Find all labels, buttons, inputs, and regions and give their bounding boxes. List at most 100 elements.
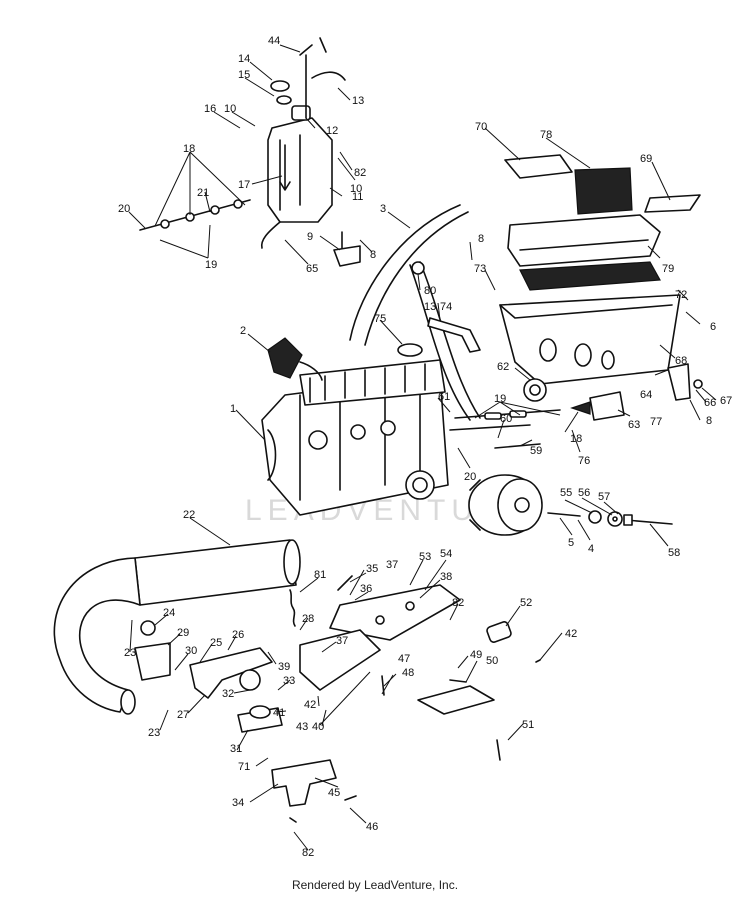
callout-15: 15 — [238, 69, 250, 81]
callout-39: 39 — [278, 661, 290, 673]
callout-80: 80 — [424, 285, 436, 297]
callout-77: 77 — [650, 416, 662, 428]
bracket-45 — [271, 759, 337, 807]
starter-52 — [486, 621, 512, 643]
drive-clutch — [468, 474, 543, 536]
callout-13b: 13 — [424, 301, 436, 313]
callout-79: 79 — [662, 263, 674, 275]
callout-72: 72 — [675, 289, 687, 301]
callout-75: 75 — [374, 313, 386, 325]
callout-82c: 82 — [302, 847, 314, 859]
callout-38: 38 — [440, 571, 452, 583]
callout-9: 9 — [307, 231, 313, 243]
callout-24: 24 — [163, 607, 175, 619]
callout-47: 47 — [398, 653, 410, 665]
oil-tank-cap — [270, 80, 292, 105]
callout-2: 2 — [240, 325, 246, 337]
callout-10b: 10 — [350, 183, 362, 195]
callout-64: 64 — [640, 389, 652, 401]
callout-42b: 42 — [304, 699, 316, 711]
callout-33: 33 — [283, 675, 295, 687]
callout-71: 71 — [238, 761, 250, 773]
callout-81: 81 — [314, 569, 326, 581]
callout-43: 43 — [296, 721, 308, 733]
callout-66: 66 — [704, 397, 716, 409]
callout-19b: 19 — [494, 393, 506, 405]
callout-57: 57 — [598, 491, 610, 503]
callout-59: 59 — [530, 445, 542, 457]
bracket-50 — [417, 685, 495, 715]
callout-76: 76 — [578, 455, 590, 467]
callout-13: 13 — [352, 95, 364, 107]
callout-40: 40 — [312, 721, 324, 733]
callout-34: 34 — [232, 797, 244, 809]
callout-58: 58 — [668, 547, 680, 559]
callout-23: 23 — [124, 647, 136, 659]
callout-27: 27 — [177, 709, 189, 721]
leader-lines — [128, 44, 717, 851]
callout-37b: 37 — [336, 635, 348, 647]
callout-82b: 82 — [452, 597, 464, 609]
foam-element — [519, 261, 661, 291]
callout-28: 28 — [302, 613, 314, 625]
callout-51: 51 — [522, 719, 534, 731]
callout-73: 73 — [474, 263, 486, 275]
exhaust-flange-31 — [237, 705, 283, 733]
callout-55: 55 — [560, 487, 572, 499]
callout-10: 10 — [224, 103, 236, 115]
callout-45: 45 — [328, 787, 340, 799]
callout-60: 60 — [500, 413, 512, 425]
callout-52: 52 — [520, 597, 532, 609]
callout-19: 19 — [205, 259, 217, 271]
foam-filter-78 — [574, 167, 633, 215]
callout-31: 31 — [230, 743, 242, 755]
engine-plate-40 — [299, 629, 381, 691]
callout-36: 36 — [360, 583, 372, 595]
muffler — [53, 539, 301, 715]
grommet-75 — [397, 343, 423, 357]
callout-1: 1 — [230, 403, 236, 415]
washer-24 — [140, 620, 156, 636]
filter-pad-69 — [644, 194, 701, 213]
footer-credit: Rendered by LeadVenture, Inc. — [291, 878, 459, 892]
callout-numbers: 44 14 13 15 12 16 10 82 10 18 17 11 21 2… — [118, 35, 732, 859]
callout-61: 61 — [438, 391, 450, 403]
callout-49: 49 — [470, 649, 482, 661]
callout-25: 25 — [210, 637, 222, 649]
dipstick — [299, 37, 346, 119]
callout-16: 16 — [204, 103, 216, 115]
callout-82: 82 — [354, 167, 366, 179]
callout-30: 30 — [185, 645, 197, 657]
callout-14: 14 — [238, 53, 250, 65]
oil-line-fittings — [139, 199, 281, 249]
callout-18: 18 — [183, 143, 195, 155]
callout-65: 65 — [306, 263, 318, 275]
callout-32: 32 — [222, 688, 234, 700]
fuel-pump-63 — [570, 391, 625, 421]
callout-12: 12 — [326, 125, 338, 137]
callout-21: 21 — [197, 187, 209, 199]
callout-78: 78 — [540, 129, 552, 141]
callout-48: 48 — [402, 667, 414, 679]
engine — [261, 359, 449, 516]
fasteners — [289, 575, 541, 823]
callout-8: 8 — [370, 249, 376, 261]
callout-4: 4 — [588, 543, 594, 555]
callout-62: 62 — [497, 361, 509, 373]
callout-18b: 18 — [570, 433, 582, 445]
air-silencer-lid — [507, 214, 661, 267]
callout-53: 53 — [419, 551, 431, 563]
callout-23b: 23 — [148, 727, 160, 739]
callout-17: 17 — [238, 179, 250, 191]
callout-5: 5 — [568, 537, 574, 549]
filter-pad-70 — [504, 154, 573, 179]
spark-plug-cap — [267, 337, 323, 381]
callout-22: 22 — [183, 509, 195, 521]
callout-74: 74 — [440, 301, 452, 313]
callout-8c: 8 — [706, 415, 712, 427]
callout-11: 11 — [352, 191, 363, 203]
muffler-spring — [289, 589, 296, 627]
callout-63: 63 — [628, 419, 640, 431]
intake-hose — [349, 204, 481, 421]
